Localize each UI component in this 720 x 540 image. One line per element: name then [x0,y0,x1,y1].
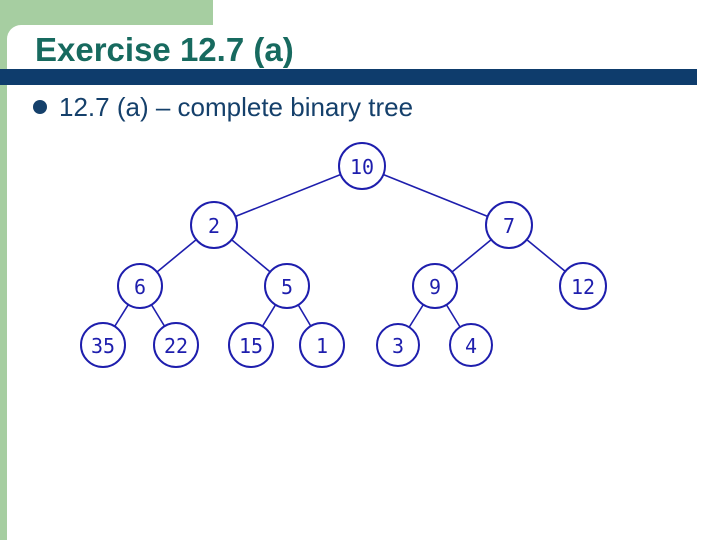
tree-node: 10 [338,142,386,190]
tree-node-label: 12 [571,275,595,299]
tree-node: 7 [485,201,533,249]
tree-edge [213,165,363,226]
tree-node-label: 7 [503,214,515,238]
tree-node-label: 9 [429,275,441,299]
tree-node: 6 [117,263,163,309]
tree-node-label: 1 [316,334,328,358]
tree-node-label: 6 [134,275,146,299]
tree-node-circle [412,263,458,309]
tree-node-label: 15 [239,334,263,358]
tree-node-circle [153,322,199,368]
tree-node-circle [559,262,607,310]
slide-title: Exercise 12.7 (a) [35,31,294,68]
tree-node-label: 4 [465,334,477,358]
tree-node-circle [299,322,345,368]
tree-node-label: 10 [350,155,374,179]
title-underline-bar [0,69,697,85]
tree-node-label: 22 [164,334,188,358]
tree-node: 22 [153,322,199,368]
tree-node-label: 35 [91,334,115,358]
tree-node: 35 [80,322,126,368]
tree-node-circle [449,323,493,367]
tree-node: 2 [190,201,238,249]
bullet-icon [33,100,47,115]
tree-node-label: 3 [392,334,404,358]
tree-node: 1 [299,322,345,368]
tree-node-circle [190,201,238,249]
tree-node-circle [376,323,420,367]
tree-node-circle [228,322,274,368]
accent-strip-left [0,0,7,540]
tree-node: 9 [412,263,458,309]
tree-node-circle [485,201,533,249]
tree-node-label: 2 [208,214,220,238]
tree-node: 5 [264,263,310,309]
tree-node-circle [80,322,126,368]
tree-node: 15 [228,322,274,368]
tree-node: 3 [376,323,420,367]
tree-node-label: 5 [281,275,293,299]
bullet-item: 12.7 (a) – complete binary tree [33,93,413,122]
tree-node: 4 [449,323,493,367]
tree-node-circle [338,142,386,190]
tree-node-circle [117,263,163,309]
tree-edge [361,165,510,226]
tree-node: 12 [559,262,607,310]
tree-node-circle [264,263,310,309]
bullet-text: 12.7 (a) – complete binary tree [59,92,414,122]
